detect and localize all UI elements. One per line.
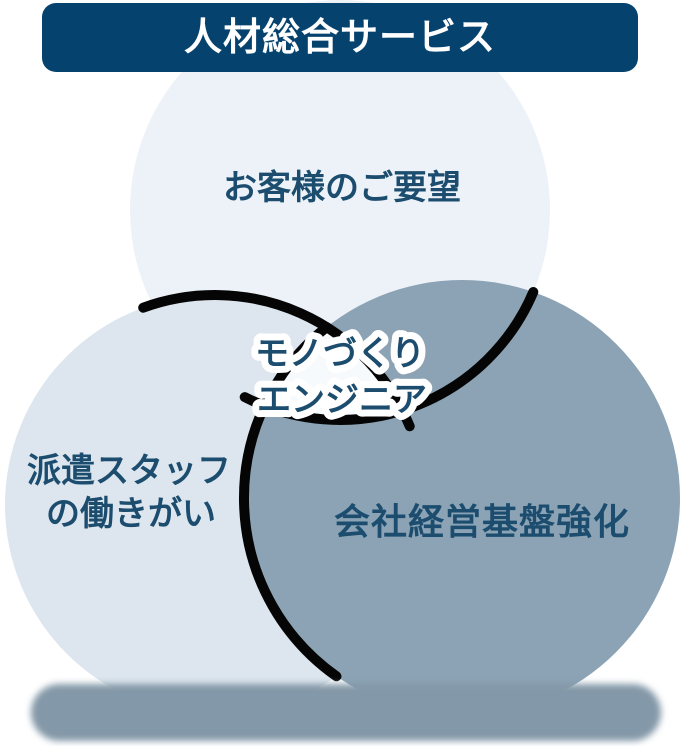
center-overlap-region (264, 327, 403, 420)
top-circle-label: お客様のご要望 (223, 168, 461, 208)
center-label-line2: エンジニア (257, 380, 427, 420)
left-circle-label-line1: 派遣スタッフ (27, 451, 231, 491)
right-circle-label: 会社経営基盤強化 (334, 502, 630, 543)
right-circle-outline-arc (238, 322, 342, 682)
top-circle-outline-arc (239, 287, 539, 425)
ground-shadow (31, 684, 661, 741)
page-title: 人材総合サービス (184, 15, 496, 59)
title-banner (42, 3, 638, 72)
center-label-line1: モノづくり (255, 334, 425, 374)
left-circle-outline-arc (138, 290, 415, 432)
left-circle-label-line2: の働きがい (46, 494, 216, 534)
